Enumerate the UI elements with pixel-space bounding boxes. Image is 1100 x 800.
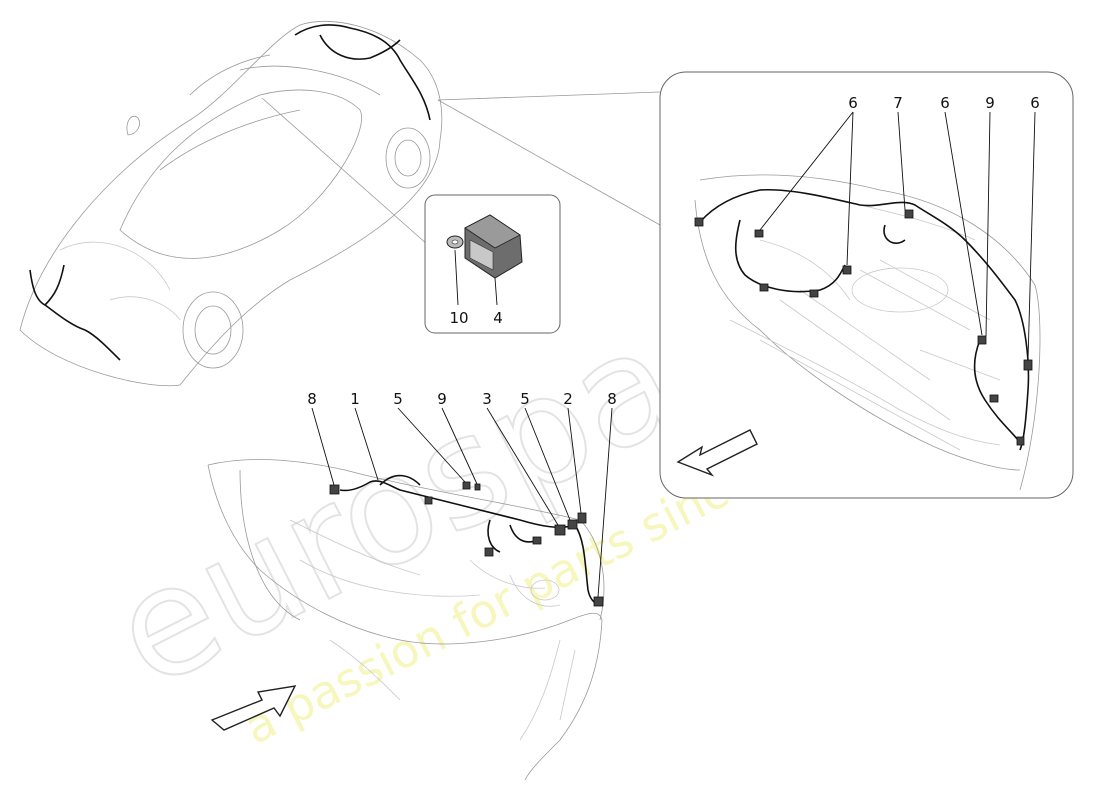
callout-label-1: 1: [350, 390, 360, 408]
callout-lines: [261, 91, 661, 246]
callout-label-3: 3: [482, 390, 492, 408]
front-bumper: 8 1 5 9 3 5 2 8: [207, 390, 617, 781]
callout-label-10: 10: [449, 309, 468, 327]
callout-label-8: 8: [607, 390, 617, 408]
direction-arrow-icon: [210, 685, 297, 731]
callout-label-7: 7: [893, 94, 903, 112]
callout-label-9: 9: [985, 94, 995, 112]
callout-label-4: 4: [493, 309, 503, 327]
direction-arrow-icon: [676, 429, 758, 477]
callout-label-5: 5: [520, 390, 530, 408]
callout-label-2: 2: [563, 390, 573, 408]
callout-label-9: 9: [437, 390, 447, 408]
callout-label-6: 6: [1030, 94, 1040, 112]
car-overview: [19, 20, 443, 387]
module-inset: 10 4: [424, 194, 561, 334]
callout-label-8: 8: [307, 390, 317, 408]
rear-bumper-inset: 6 7 6 9 6: [659, 71, 1074, 499]
callout-label-6: 6: [940, 94, 950, 112]
callout-label-6: 6: [848, 94, 858, 112]
callout-label-5: 5: [393, 390, 403, 408]
